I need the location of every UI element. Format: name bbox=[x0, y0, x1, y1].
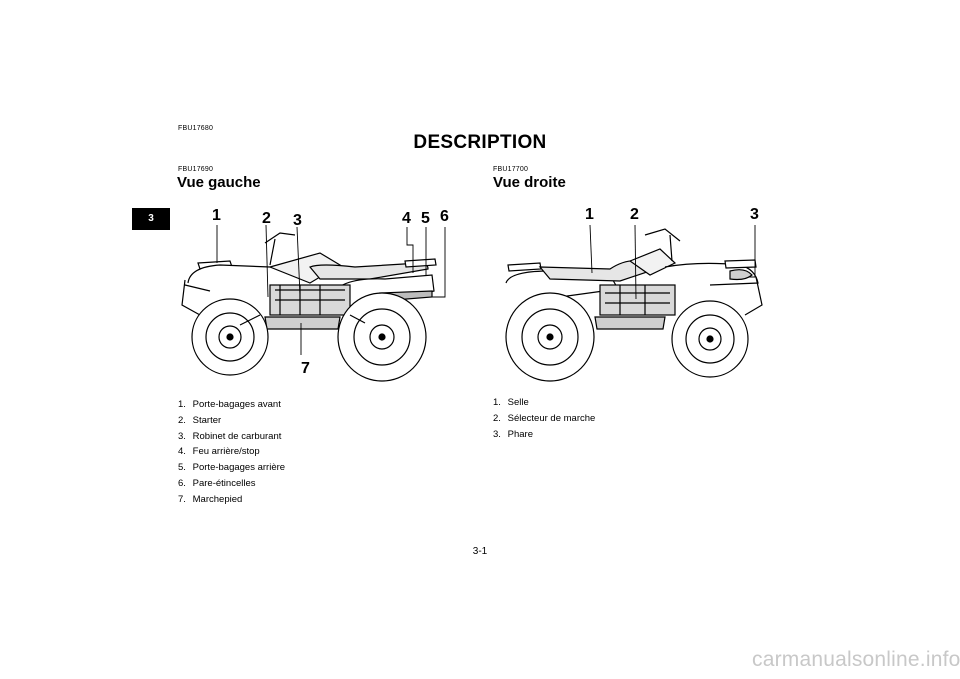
list-item: 4. Feu arrière/stop bbox=[178, 446, 260, 458]
chapter-tab: 3 bbox=[132, 208, 170, 230]
list-item: 3. Robinet de carburant bbox=[178, 430, 282, 442]
left-callout-2: 2 bbox=[262, 210, 271, 227]
right-callout-1: 1 bbox=[585, 206, 594, 223]
left-callout-1: 1 bbox=[212, 207, 221, 224]
list-item: 6. Pare-étincelles bbox=[178, 477, 256, 489]
left-parts-list: 1. Porte-bagages avant 2. Starter 3. Rob… bbox=[178, 397, 285, 508]
list-item: 3. Phare bbox=[493, 428, 533, 440]
list-item: 1. Porte-bagages avant bbox=[178, 399, 281, 410]
right-parts-list: 1. Selle 2. Sélecteur de marche 3. Phare bbox=[493, 395, 595, 442]
right-callout-3: 3 bbox=[750, 206, 759, 223]
left-callout-5: 5 bbox=[421, 210, 430, 227]
list-item: 2. Sélecteur de marche bbox=[493, 412, 596, 424]
section-code: FBU17680 bbox=[178, 125, 214, 132]
left-callout-7: 7 bbox=[301, 360, 310, 377]
left-callout-3: 3 bbox=[293, 212, 302, 229]
atv-left-view-illustration bbox=[181, 224, 446, 382]
watermark: carmanualsonline.info bbox=[752, 648, 960, 671]
left-callout-6: 6 bbox=[440, 208, 449, 225]
right-callout-2: 2 bbox=[630, 206, 639, 223]
right-section-code: FBU17700 bbox=[493, 166, 529, 173]
list-item: 2. Starter bbox=[178, 414, 222, 426]
list-item: 7. Marchepied bbox=[178, 493, 243, 505]
left-section-title: Vue gauche bbox=[177, 174, 261, 191]
page-title: DESCRIPTION bbox=[413, 132, 547, 153]
page-number: 3-1 bbox=[472, 546, 488, 557]
atv-right-view-illustration bbox=[505, 224, 763, 382]
left-callout-4: 4 bbox=[402, 210, 411, 227]
list-item: 5. Porte-bagages arrière bbox=[178, 462, 286, 474]
list-item: 1. Selle bbox=[493, 397, 529, 408]
right-section-title: Vue droite bbox=[493, 174, 566, 191]
left-section-code: FBU17690 bbox=[178, 166, 214, 173]
